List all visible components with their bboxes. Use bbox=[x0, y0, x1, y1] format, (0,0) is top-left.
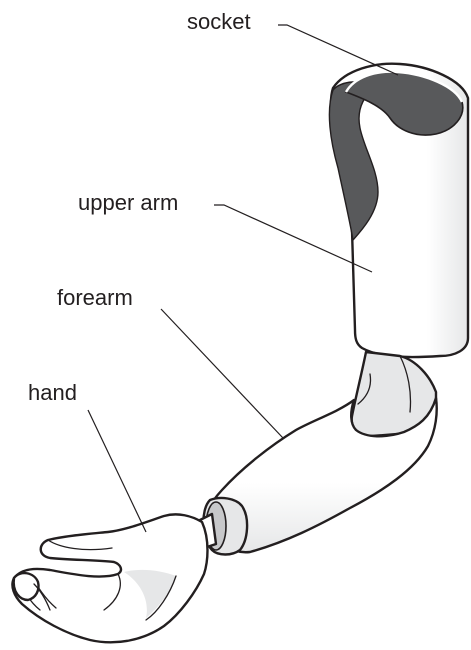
hand-part bbox=[12, 514, 207, 642]
label-hand-group: hand bbox=[28, 380, 146, 532]
label-forearm: forearm bbox=[57, 285, 133, 310]
leader-line-forearm bbox=[161, 309, 283, 438]
leader-line-hand bbox=[88, 410, 146, 532]
upper-arm-part bbox=[329, 64, 468, 357]
label-hand: hand bbox=[28, 380, 77, 405]
label-upper-arm: upper arm bbox=[78, 190, 178, 215]
label-socket-group: socket bbox=[187, 9, 398, 75]
label-upper-arm-group: upper arm bbox=[78, 190, 372, 272]
label-socket: socket bbox=[187, 9, 251, 34]
leader-line-socket bbox=[278, 25, 398, 75]
